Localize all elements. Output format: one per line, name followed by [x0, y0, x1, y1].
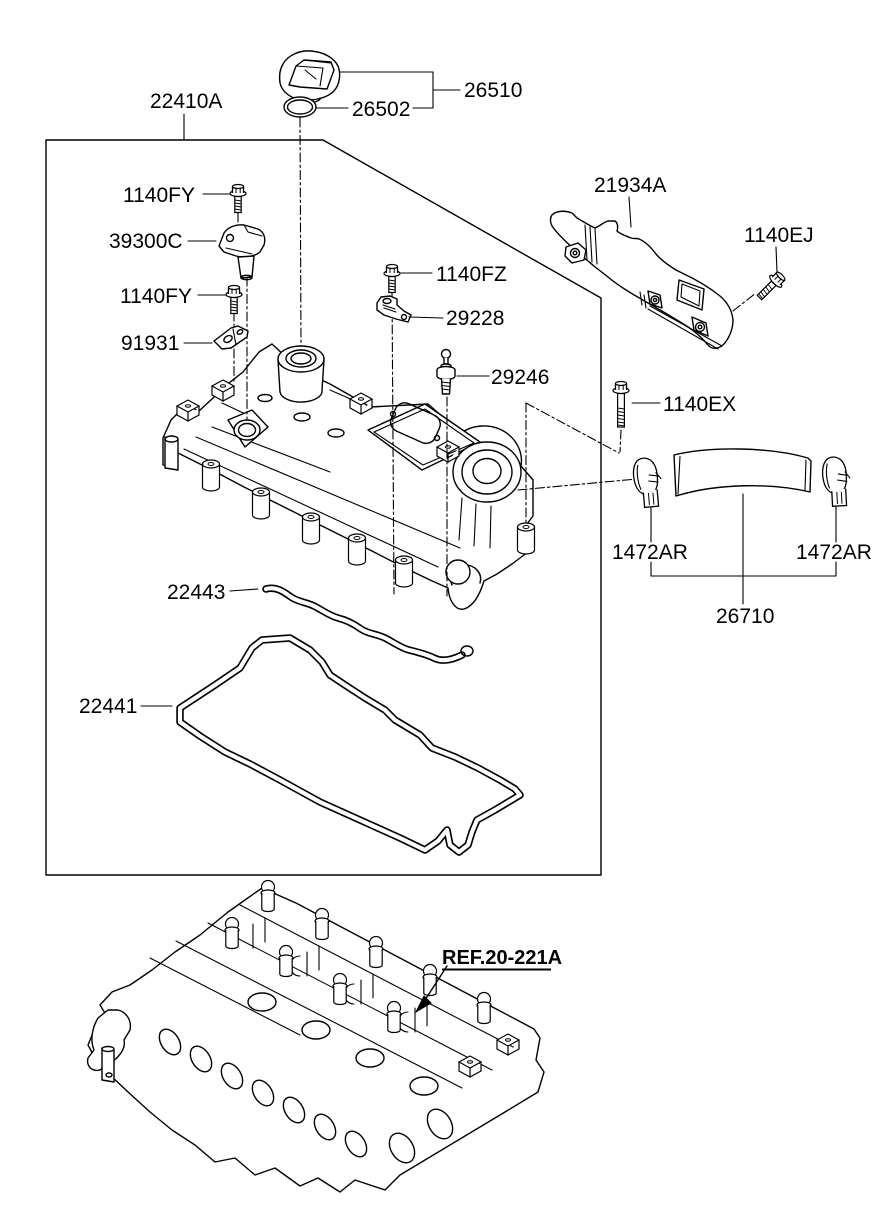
camshaft-sensor-drawing — [218, 224, 266, 281]
cap-packing-drawing — [283, 96, 317, 118]
bolt-1140fy-lower-drawing — [226, 286, 242, 314]
bolt-1140fz-drawing — [384, 265, 400, 293]
cylinder-head-drawing — [86, 879, 545, 1193]
label-bolt-1140ej: 1140EJ — [744, 224, 814, 247]
label-oil-filler-cap: 26510 — [464, 79, 522, 102]
rocker-cover-drawing — [162, 343, 536, 610]
centerlines — [233, 117, 757, 597]
label-bolt-1140ex: 1140EX — [663, 393, 736, 416]
label-bolt-1140fy-upper: 1140FY — [123, 184, 195, 207]
label-rocker-cover-assembly: 22410A — [150, 90, 222, 113]
gasket-main-drawing — [176, 634, 524, 856]
label-bracket-91931: 91931 — [121, 332, 179, 355]
label-clamp-right: 1472AR — [796, 541, 872, 564]
label-bracket-29228: 29228 — [446, 307, 504, 330]
label-bolt-1140fy-lower: 1140FY — [120, 285, 192, 308]
labels: 22410A 26510 26502 1140FY 39300C 1140FY … — [79, 79, 872, 969]
bolt-1140ej-drawing — [754, 269, 788, 303]
ventilation-hose-drawing — [673, 448, 812, 497]
bracket-29228-drawing — [376, 295, 412, 323]
valve-29246-drawing — [436, 348, 456, 395]
gasket-center-drawing — [262, 584, 474, 664]
leader-lines — [140, 71, 837, 707]
oil-filler-cap-drawing — [278, 50, 341, 104]
heat-protector-drawing — [549, 210, 734, 350]
label-valve-29246: 29246 — [491, 366, 549, 389]
label-cap-packing: 26502 — [352, 98, 410, 121]
label-bolt-1140fz: 1140FZ — [436, 263, 507, 286]
label-heat-protector: 21934A — [594, 174, 666, 197]
label-cylinder-head-ref: REF.20-221A — [442, 947, 562, 969]
bracket-91931-drawing — [213, 325, 249, 350]
hose-clamp-left-drawing — [631, 456, 665, 509]
label-camshaft-sensor: 39300C — [109, 230, 183, 253]
label-gasket-main: 22441 — [79, 695, 137, 718]
label-gasket-center: 22443 — [167, 581, 225, 604]
assembly-box-outline — [45, 139, 602, 876]
ref-arrow — [414, 965, 551, 1014]
bolt-1140ex-drawing — [613, 382, 629, 428]
hose-clamp-right-drawing — [821, 455, 853, 508]
bolt-1140fy-upper-drawing — [230, 185, 246, 213]
label-hose: 26710 — [716, 605, 774, 628]
label-clamp-left: 1472AR — [612, 541, 688, 564]
